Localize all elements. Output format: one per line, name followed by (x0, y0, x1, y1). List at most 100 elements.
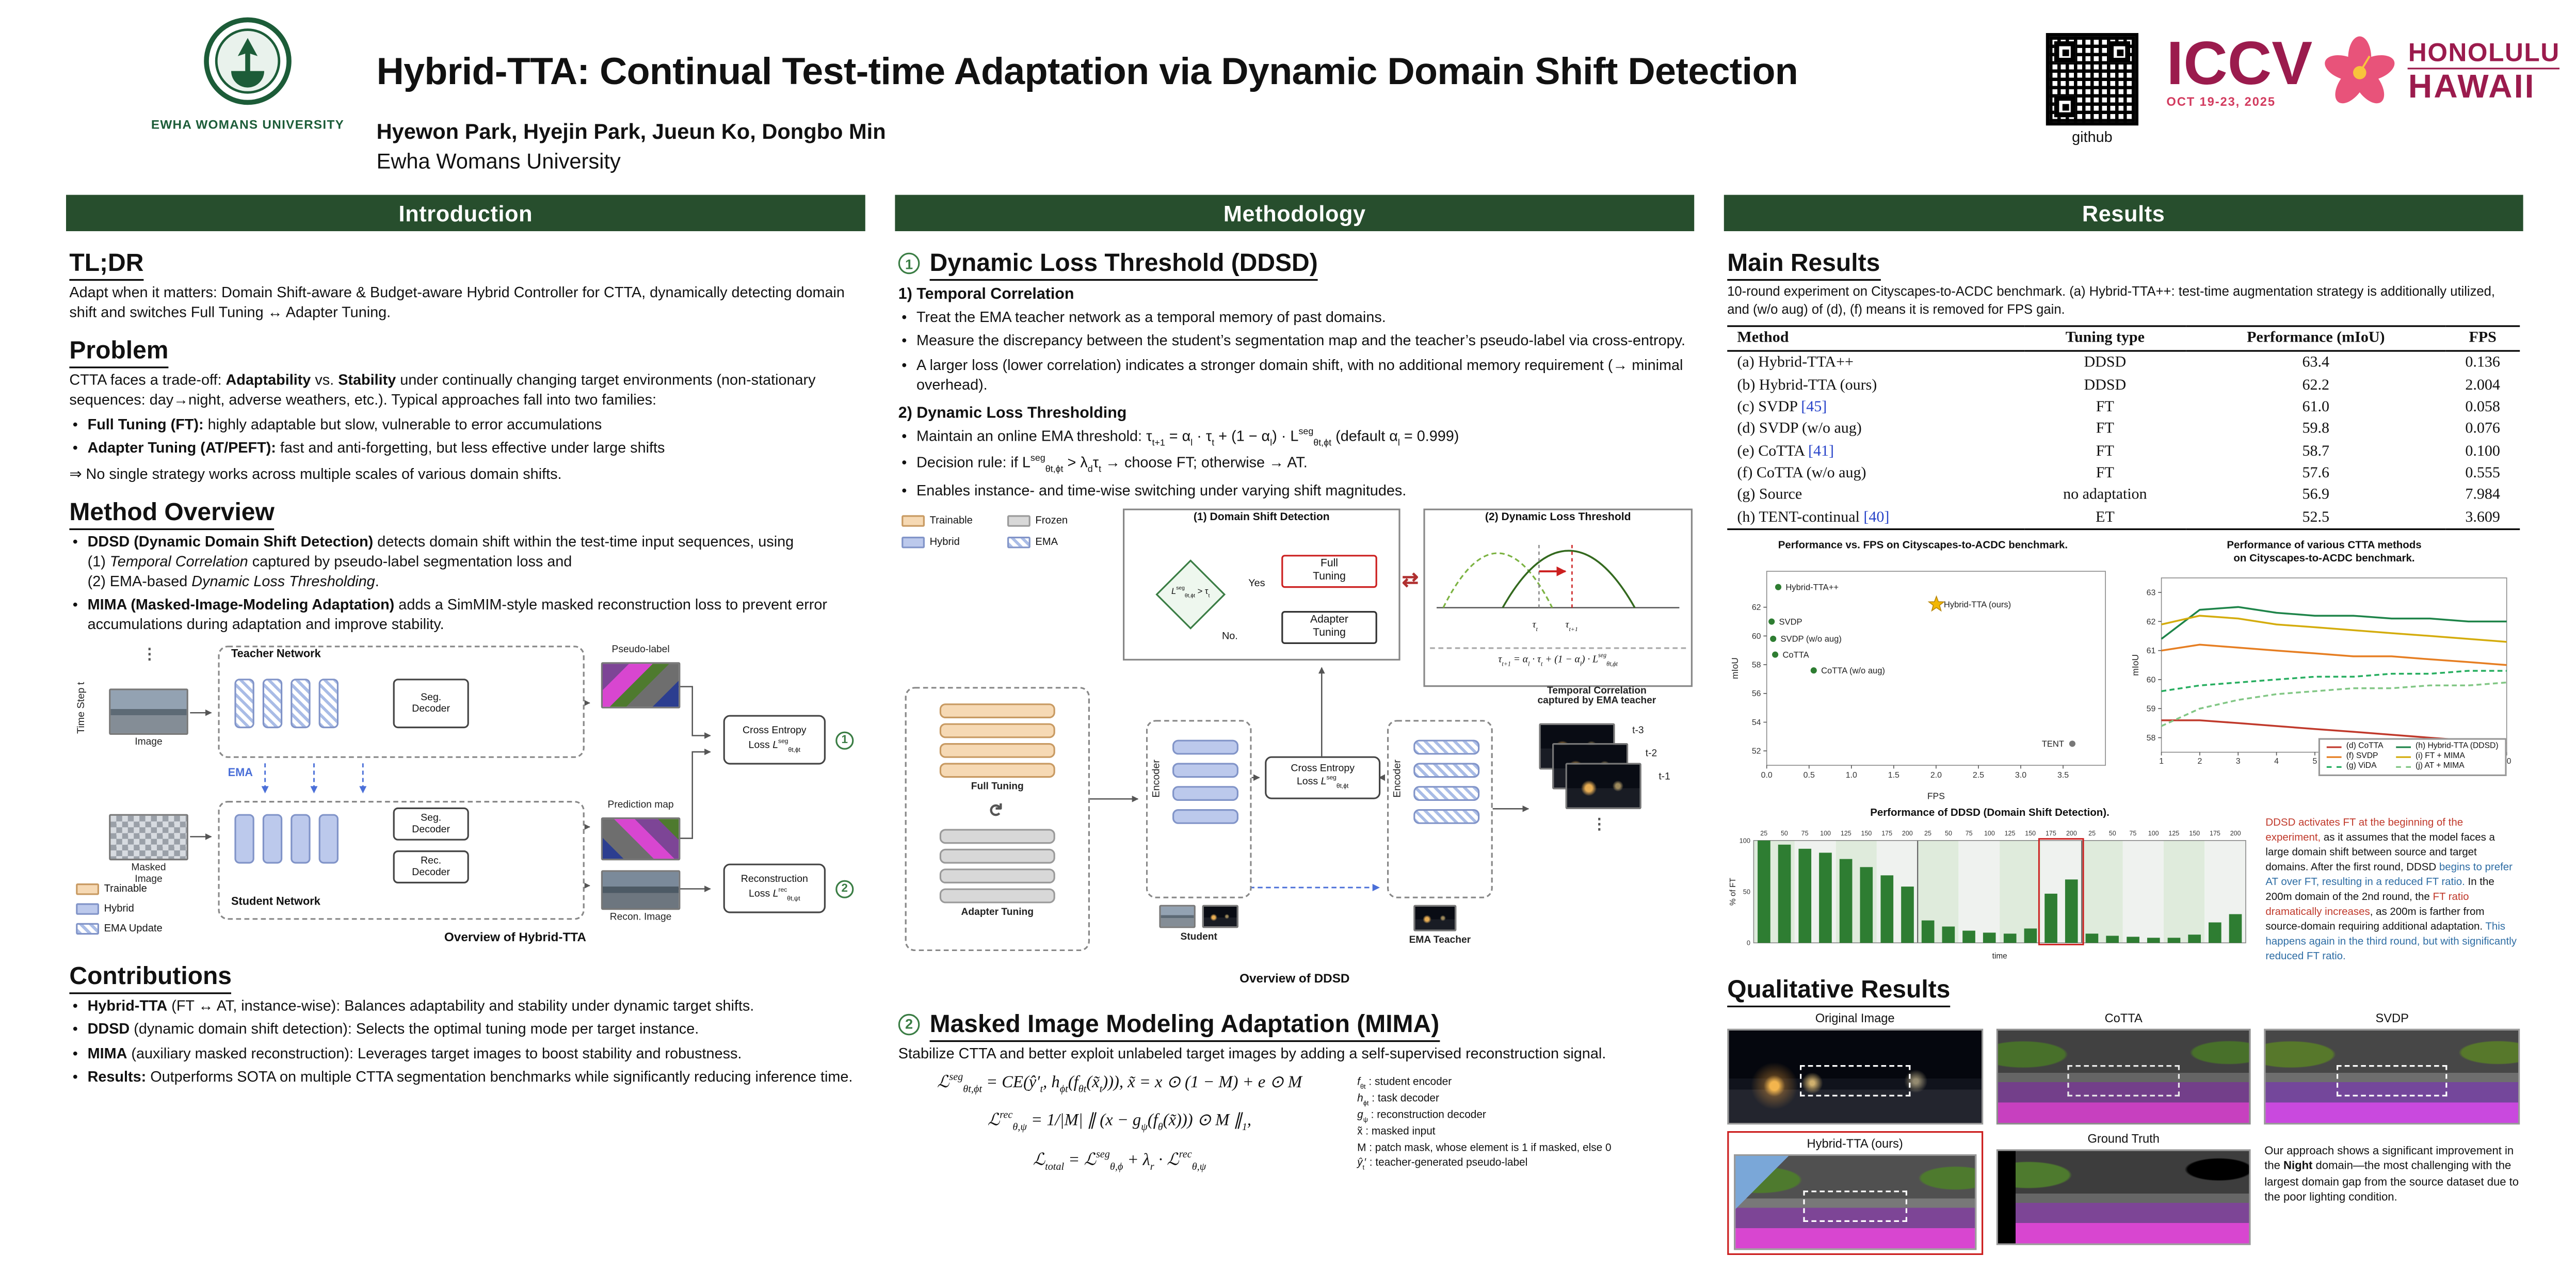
pseudo-label-thumbnail (601, 662, 681, 709)
svg-text:175: 175 (2046, 830, 2056, 837)
svg-text:SVDP: SVDP (1779, 618, 1802, 627)
qr-eye-icon (2108, 41, 2130, 63)
hybrid-swatch-icon (901, 536, 925, 548)
svg-text:25: 25 (1760, 830, 1767, 837)
qr-code-icon (2046, 33, 2138, 126)
exchange-arrows-icon: ⇄ (1402, 567, 1419, 591)
teacher-encoder-block (262, 679, 283, 729)
student-encoder-block (262, 814, 283, 864)
full-tuning-block (939, 703, 1055, 718)
prediction-map-thumbnail (601, 817, 681, 861)
svg-text:2.0: 2.0 (1930, 771, 1942, 780)
svg-text:62: 62 (1752, 604, 1761, 613)
frame-label: t-1 (1659, 772, 1670, 782)
svg-text:5: 5 (2313, 758, 2317, 766)
svg-text:125: 125 (2005, 830, 2016, 837)
qualitative-cell-original: Original Image (1727, 1010, 1983, 1124)
introduction-column: Introduction TL;DR Adapt when it matters… (66, 195, 865, 1278)
qualitative-label: CoTTA (2104, 1009, 2143, 1025)
student-encoder-block (1172, 785, 1238, 800)
conference-dates: OCT 19-23, 2025 (2166, 94, 2276, 110)
results-section-header: Results (1724, 195, 2523, 231)
adapter-tuning-block (939, 828, 1055, 844)
pseudo-label-caption: Pseudo-label (611, 646, 670, 656)
svg-text:SVDP (w/o aug): SVDP (w/o aug) (1781, 635, 1842, 645)
col-header-performance: Performance (mIoU) (2186, 325, 2446, 353)
temporal-correlation-caption: Temporal Correlation captured by EMA tea… (1537, 686, 1656, 707)
problem-heading: Problem (69, 336, 862, 368)
svg-text:75: 75 (2130, 830, 2137, 837)
legend-item: (h) Hybrid-TTA (DDSD) (2396, 743, 2499, 751)
hybrid-tta-overview-figure: Time Step t ⋮ Image Teacher Network Seg.… (69, 642, 862, 949)
ema-swatch-icon (76, 923, 99, 935)
problem-bullet: Full Tuning (FT): highly adaptable but s… (73, 416, 862, 436)
masked-image-thumbnail (109, 814, 188, 861)
svg-text:125: 125 (1841, 830, 1852, 837)
dynamic-loss-threshold-title: (2) Dynamic Loss Threshold (1485, 511, 1631, 523)
svg-text:62: 62 (2147, 618, 2156, 627)
domain-shift-detection-title: (1) Domain Shift Detection (1193, 511, 1330, 523)
student-encoder-block (291, 814, 311, 864)
student-input-thumbnail (1159, 904, 1196, 928)
temporal-correlation-bullet: Treat the EMA teacher network as a tempo… (901, 309, 1691, 328)
seg-decoder-label: Seg. Decoder (412, 691, 450, 715)
seg-loss-equation: ℒsegθt,ϕt = CE(ŷ′t, hϕt(fθt(x̃t))), x̃ =… (937, 1071, 1302, 1095)
main-results-caption: 10-round experiment on Cityscapes-to-ACD… (1727, 284, 2495, 316)
adapter-tuning-stack-label: Adapter Tuning (961, 908, 1034, 918)
svg-text:58: 58 (1752, 662, 1761, 670)
legend-item-trainable: Trainable (76, 883, 147, 895)
dynamic-thresholding-bullet: Decision rule: if Lsegθt,ϕt > λdτt → cho… (901, 455, 1691, 478)
vertical-dots: ⋮ (142, 646, 157, 663)
main-results-heading: Main Results (1727, 249, 2520, 281)
qualitative-label: SVDP (2375, 1009, 2409, 1025)
trainable-swatch-icon (901, 514, 925, 526)
full-tuning-decision-box: Full Tuning (1281, 554, 1377, 588)
tldr-text: Adapt when it matters: Domain Shift-awar… (69, 284, 845, 320)
figure-caption: Overview of DDSD (1239, 970, 1350, 986)
svg-text:75: 75 (1801, 830, 1809, 837)
legend-item: (j) AT + MIMA (2396, 763, 2498, 771)
svg-text:63: 63 (2147, 589, 2156, 598)
svg-text:100: 100 (1740, 836, 1750, 844)
svg-text:100: 100 (2148, 830, 2159, 837)
student-encoder-block (318, 814, 339, 864)
original-image (1727, 1028, 1983, 1124)
frozen-swatch-icon (1007, 514, 1031, 526)
legend-item-ema-update: EMA Update (76, 923, 163, 935)
qr-code: github (2044, 33, 2140, 146)
loss-badge-2: 2 (835, 880, 854, 898)
tldr-heading: TL;DR (69, 249, 862, 281)
notation-line: ŷt′ : teacher-generated pseudo-label (1357, 1157, 1528, 1171)
university-logo: EWHA WOMANS UNIVERSITY (142, 17, 353, 132)
svg-text:0.0: 0.0 (1761, 771, 1773, 780)
svdp-segmentation (2264, 1028, 2520, 1124)
line-chart-legend: (d) CoTTA(f) SVDP(g) ViDA(h) Hybrid-TTA … (2319, 737, 2507, 776)
qr-eye-icon (2054, 95, 2076, 118)
svg-text:175: 175 (2210, 830, 2220, 837)
prediction-map-caption: Prediction map (607, 800, 674, 811)
contribution-bullet: DDSD (dynamic domain shift detection): S… (73, 1021, 862, 1041)
dynamic-thresholding-subheading: 2) Dynamic Loss Thresholding (898, 404, 1127, 422)
svg-text:CoTTA: CoTTA (1782, 651, 1809, 661)
main-results-table: Method Tuning type Performance (mIoU) FP… (1727, 325, 2520, 531)
ddsd-overview-figure: Trainable Frozen Hybrid EMA (1) Domain S… (898, 508, 1693, 997)
svg-text:FPS: FPS (1927, 792, 1945, 802)
svg-text:mIoU: mIoU (2130, 655, 2140, 677)
vertical-dots: ⋮ (1591, 815, 1607, 832)
student-input-thumbnail (1202, 904, 1238, 928)
problem-bullet: Adapter Tuning (AT/PEFT): fast and anti-… (73, 440, 862, 459)
cycle-arrow-icon: ↻ (984, 801, 1004, 817)
qualitative-cell-svdp: SVDP (2264, 1010, 2520, 1124)
loss-distribution-curves (1436, 544, 1680, 608)
frame-label: t-2 (1645, 749, 1657, 759)
table-header-row: Method Tuning type Performance (mIoU) FP… (1727, 325, 2520, 353)
svg-text:60: 60 (2147, 677, 2156, 685)
svg-text:100: 100 (1984, 830, 1995, 837)
svg-text:3: 3 (2236, 758, 2241, 766)
hibiscus-flower-icon (2325, 36, 2395, 104)
